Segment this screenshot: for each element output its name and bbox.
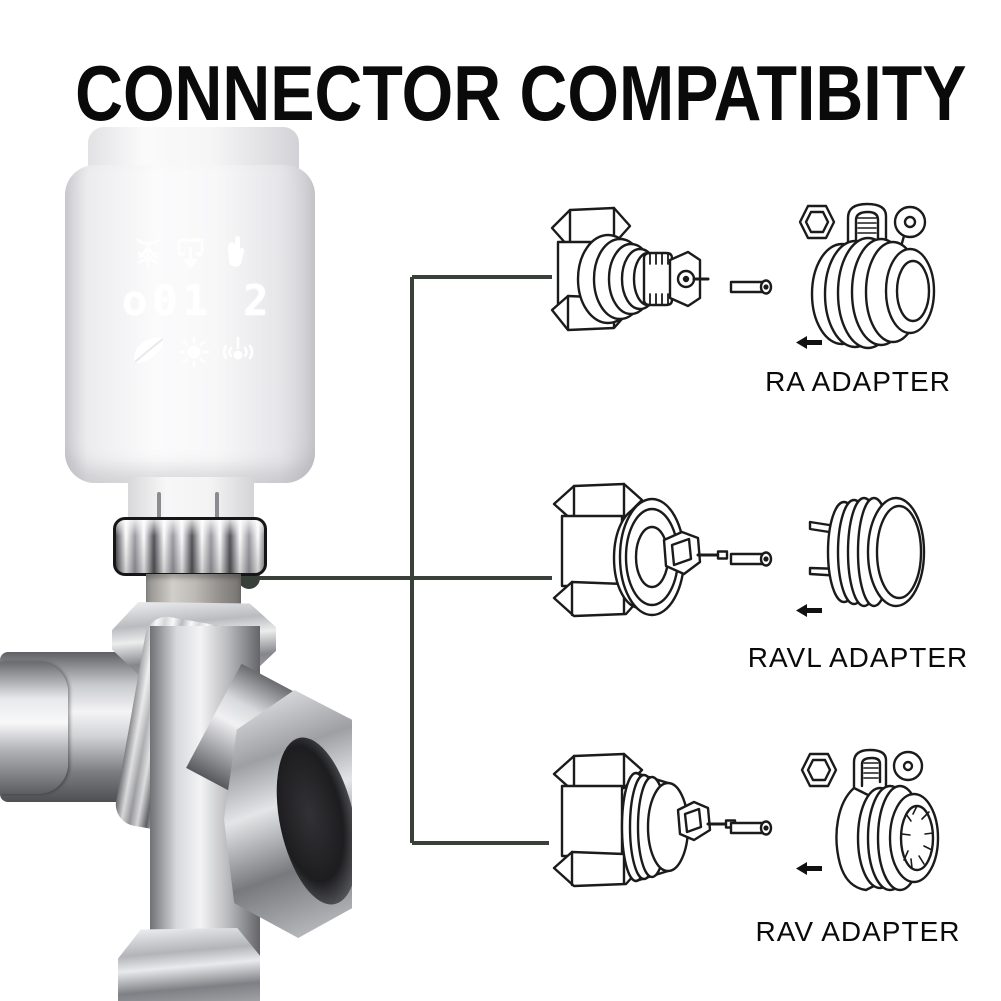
valve-drawing-ravl bbox=[552, 482, 729, 618]
chrome-valve-body-photo bbox=[0, 596, 352, 1001]
valve-drawing-rav bbox=[552, 752, 737, 888]
adapter-drawing-ravl bbox=[808, 496, 926, 608]
left-arrow-icon bbox=[796, 336, 822, 349]
thermostat-body bbox=[65, 165, 315, 483]
valve-left-cap bbox=[0, 662, 68, 794]
adapter-label-ravl: RAVL ADAPTER bbox=[747, 642, 969, 673]
collar-nut bbox=[113, 517, 267, 576]
adapter-pin bbox=[729, 820, 773, 836]
led-display: o01 2 bbox=[118, 232, 294, 374]
eco-leaf-icon bbox=[133, 337, 164, 363]
valve-bottom-hex-nut bbox=[118, 928, 260, 1001]
signal-icon bbox=[222, 336, 254, 360]
manual-hand-icon bbox=[227, 236, 245, 267]
thermostat-neck bbox=[128, 477, 254, 522]
adapter-label-ra: RA ADAPTER bbox=[765, 366, 951, 397]
left-arrow-icon bbox=[796, 862, 822, 875]
page-title: CONNECTOR COMPATIBITY bbox=[75, 49, 967, 137]
frost-protection-icon bbox=[136, 238, 160, 268]
open-window-icon bbox=[177, 238, 204, 269]
adapter-pin bbox=[729, 279, 773, 295]
thermostat-cap bbox=[88, 127, 299, 171]
adapter-label-rav: RAV ADAPTER bbox=[755, 916, 961, 947]
comfort-sun-icon bbox=[178, 336, 210, 368]
left-arrow-icon bbox=[796, 604, 822, 617]
adapter-pin bbox=[729, 551, 773, 567]
neck-slot bbox=[215, 492, 219, 520]
display-reading: o01 2 bbox=[122, 276, 274, 325]
valve-drawing-ra bbox=[550, 206, 710, 332]
adapter-drawing-ra bbox=[798, 202, 936, 350]
neck-slot bbox=[157, 492, 161, 520]
adapter-drawing-rav bbox=[800, 748, 940, 892]
